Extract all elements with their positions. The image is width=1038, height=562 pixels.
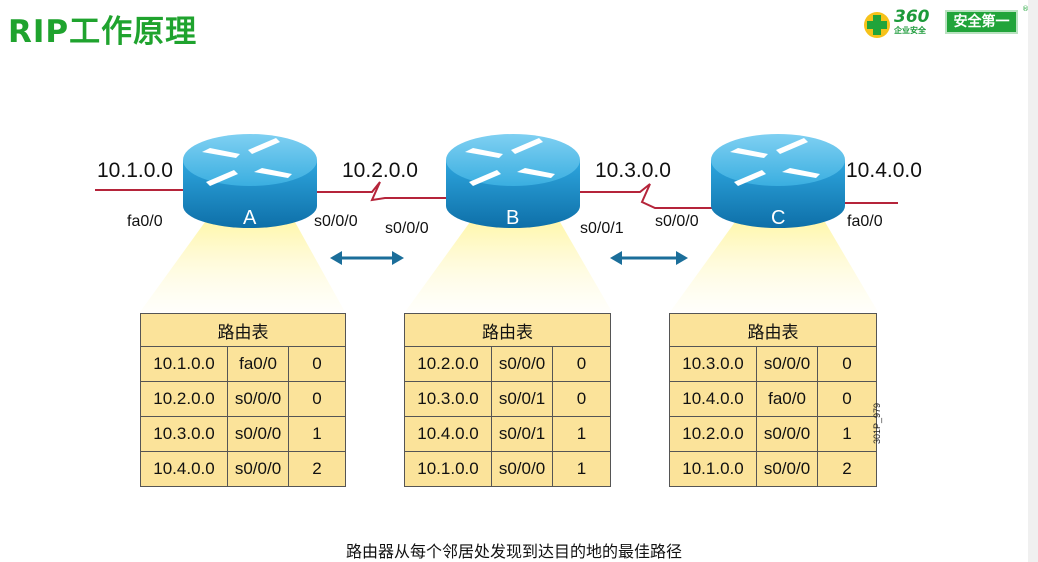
table-cell: 10.2.0.0 bbox=[404, 346, 492, 382]
logo-badge: 安全第一 bbox=[945, 10, 1018, 34]
table-cell: 10.1.0.0 bbox=[669, 451, 757, 487]
interface-label: s0/0/0 bbox=[385, 220, 429, 237]
table-cell: 0 bbox=[288, 346, 346, 382]
router-a-name: A bbox=[243, 207, 257, 229]
link-10-2 bbox=[315, 181, 448, 202]
table-cell: 0 bbox=[288, 381, 346, 417]
network-label: 10.1.0.0 bbox=[97, 159, 173, 182]
network-label: 10.3.0.0 bbox=[595, 159, 671, 182]
table-cell: 10.1.0.0 bbox=[404, 451, 492, 487]
router-b-beam bbox=[405, 222, 612, 312]
table-cell: 0 bbox=[552, 381, 611, 417]
brand-logo: 360 企业安全 安全第一 ® bbox=[862, 5, 1029, 40]
table-cell: 10.2.0.0 bbox=[140, 381, 228, 417]
table-cell: fa0/0 bbox=[227, 346, 289, 382]
table-cell: 2 bbox=[817, 451, 877, 487]
caption: 路由器从每个邻居处发现到达目的地的最佳路径 bbox=[345, 542, 682, 561]
router-b-name: B bbox=[506, 207, 520, 229]
router-a-beam bbox=[140, 222, 345, 312]
table-cell: s0/0/0 bbox=[756, 416, 818, 452]
routing-table-header: 路由表 bbox=[140, 313, 346, 347]
table-cell: s0/0/0 bbox=[227, 416, 289, 452]
routing-table-header: 路由表 bbox=[669, 313, 877, 347]
scrollbar[interactable] bbox=[1028, 0, 1038, 562]
plus-logo-icon bbox=[864, 12, 890, 38]
logo-subtitle: 企业安全 bbox=[894, 26, 926, 35]
network-label: 10.2.0.0 bbox=[342, 159, 418, 182]
interface-label: s0/0/0 bbox=[655, 213, 699, 230]
table-cell: 1 bbox=[552, 451, 611, 487]
table-cell: s0/0/0 bbox=[491, 451, 553, 487]
table-cell: s0/0/1 bbox=[491, 416, 553, 452]
exchange-arrow-ab-icon bbox=[330, 251, 404, 265]
table-cell: 10.4.0.0 bbox=[404, 416, 492, 452]
table-cell: 10.4.0.0 bbox=[669, 381, 757, 417]
table-cell: s0/0/0 bbox=[756, 451, 818, 487]
table-cell: s0/0/0 bbox=[227, 381, 289, 417]
interface-label: fa0/0 bbox=[127, 213, 163, 230]
table-cell: 0 bbox=[552, 346, 611, 382]
table-cell: 10.4.0.0 bbox=[140, 451, 228, 487]
link-10-3 bbox=[580, 183, 713, 209]
interface-label: s0/0/1 bbox=[580, 220, 624, 237]
table-cell: 1 bbox=[817, 416, 877, 452]
table-cell: 10.3.0.0 bbox=[669, 346, 757, 382]
router-c-beam bbox=[670, 222, 878, 312]
table-cell: s0/0/0 bbox=[756, 346, 818, 382]
table-cell: 0 bbox=[817, 346, 877, 382]
table-cell: 10.3.0.0 bbox=[140, 416, 228, 452]
table-cell: s0/0/1 bbox=[491, 381, 553, 417]
interface-label: fa0/0 bbox=[847, 213, 883, 230]
table-cell: fa0/0 bbox=[756, 381, 818, 417]
interface-label: s0/0/0 bbox=[314, 213, 358, 230]
router-c-name: C bbox=[771, 207, 786, 229]
table-cell: 1 bbox=[288, 416, 346, 452]
figure-code: 301P_979 bbox=[872, 402, 882, 444]
exchange-arrow-bc-icon bbox=[610, 251, 688, 265]
logo-registered-mark: ® bbox=[1022, 5, 1029, 13]
table-cell: 10.2.0.0 bbox=[669, 416, 757, 452]
network-label: 10.4.0.0 bbox=[846, 159, 922, 182]
logo-number: 360 bbox=[894, 7, 930, 27]
routing-table-header: 路由表 bbox=[404, 313, 611, 347]
table-cell: 10.1.0.0 bbox=[140, 346, 228, 382]
table-cell: 0 bbox=[817, 381, 877, 417]
table-cell: 2 bbox=[288, 451, 346, 487]
table-cell: s0/0/0 bbox=[227, 451, 289, 487]
table-cell: s0/0/0 bbox=[491, 346, 553, 382]
table-cell: 1 bbox=[552, 416, 611, 452]
page-title: RIP工作原理 bbox=[8, 14, 198, 50]
table-cell: 10.3.0.0 bbox=[404, 381, 492, 417]
